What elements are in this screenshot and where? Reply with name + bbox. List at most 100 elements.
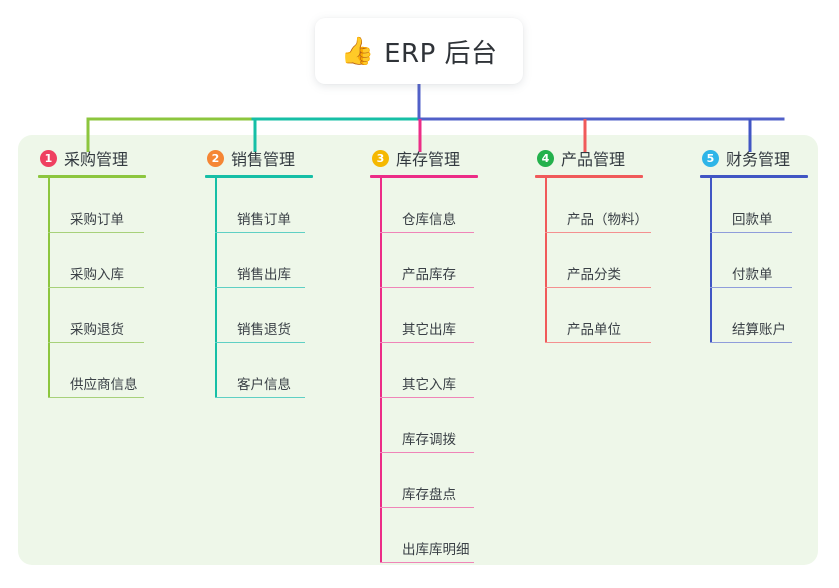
column-badge-4: 4 xyxy=(537,149,554,167)
column-title-4: 产品管理 xyxy=(561,150,626,169)
column-rule-5 xyxy=(700,175,808,178)
leaf-node[interactable]: 结算账户 xyxy=(710,288,808,343)
leaf-label: 采购入库 xyxy=(70,267,124,283)
leaf-node[interactable]: 产品（物料） xyxy=(545,178,651,233)
column-rule-3 xyxy=(370,175,478,178)
leaf-label: 销售出库 xyxy=(237,267,291,283)
leaf-rule xyxy=(545,286,651,288)
leaf-node[interactable]: 采购订单 xyxy=(48,178,146,233)
leaf-rule xyxy=(48,286,144,288)
column-title-2: 销售管理 xyxy=(231,150,296,169)
column-2: 2 销售管理销售订单销售出库销售退货客户信息 xyxy=(205,145,313,398)
leaf-node[interactable]: 回款单 xyxy=(710,178,808,233)
column-branch-2: 销售订单销售出库销售退货客户信息 xyxy=(215,178,313,398)
leaf-rule xyxy=(215,396,305,398)
leaf-label: 采购退货 xyxy=(70,322,124,338)
leaf-node[interactable]: 库存盘点 xyxy=(380,453,478,508)
leaf-rule xyxy=(215,286,305,288)
leaf-label: 出库库明细 xyxy=(402,542,470,558)
diagram-panel xyxy=(18,135,818,565)
column-title-1: 采购管理 xyxy=(64,150,129,169)
column-badge-3: 3 xyxy=(372,149,389,167)
leaf-label: 供应商信息 xyxy=(70,377,138,393)
leaf-node[interactable]: 产品分类 xyxy=(545,233,651,288)
leaf-label: 产品单位 xyxy=(567,322,621,338)
column-rule-4 xyxy=(535,175,643,178)
leaf-rule xyxy=(710,286,792,288)
leaf-rule xyxy=(380,231,474,233)
column-header-5[interactable]: 5 财务管理 xyxy=(700,145,808,171)
branch-spine-5 xyxy=(710,178,712,343)
leaf-label: 销售退货 xyxy=(237,322,291,338)
leaf-label: 采购订单 xyxy=(70,212,124,228)
leaf-node[interactable]: 销售订单 xyxy=(215,178,313,233)
leaf-label: 产品库存 xyxy=(402,267,456,283)
column-title-3: 库存管理 xyxy=(396,150,461,169)
column-5: 5 财务管理回款单付款单结算账户 xyxy=(700,145,808,343)
branch-spine-1 xyxy=(48,178,50,398)
leaf-node[interactable]: 采购退货 xyxy=(48,288,146,343)
branch-spine-3 xyxy=(380,178,382,563)
leaf-node[interactable]: 其它入库 xyxy=(380,343,478,398)
leaf-rule xyxy=(215,231,305,233)
leaf-node[interactable]: 仓库信息 xyxy=(380,178,478,233)
leaf-label: 库存调拨 xyxy=(402,432,456,448)
leaf-rule xyxy=(380,341,474,343)
root-node-title: ERP 后台 xyxy=(384,38,498,69)
branch-spine-2 xyxy=(215,178,217,398)
leaf-rule xyxy=(380,561,474,563)
leaf-rule xyxy=(48,231,144,233)
leaf-rule xyxy=(48,396,144,398)
column-rule-2 xyxy=(205,175,313,178)
leaf-rule xyxy=(545,341,651,343)
leaf-label: 库存盘点 xyxy=(402,487,456,503)
leaf-node[interactable]: 其它出库 xyxy=(380,288,478,343)
leaf-label: 其它出库 xyxy=(402,322,456,338)
column-branch-1: 采购订单采购入库采购退货供应商信息 xyxy=(48,178,146,398)
leaf-node[interactable]: 产品库存 xyxy=(380,233,478,288)
leaf-node[interactable]: 销售退货 xyxy=(215,288,313,343)
column-header-4[interactable]: 4 产品管理 xyxy=(535,145,648,171)
leaf-rule xyxy=(545,231,651,233)
leaf-label: 其它入库 xyxy=(402,377,456,393)
column-title-5: 财务管理 xyxy=(726,150,791,169)
column-branch-5: 回款单付款单结算账户 xyxy=(710,178,808,343)
column-badge-2: 2 xyxy=(207,149,224,167)
root-node-card[interactable]: 👍 ERP 后台 xyxy=(315,18,523,84)
thumbs-up-icon: 👍 xyxy=(340,35,375,66)
leaf-rule xyxy=(380,506,474,508)
column-badge-5: 5 xyxy=(702,149,719,167)
column-4: 4 产品管理产品（物料） 产品分类产品单位 xyxy=(535,145,651,343)
leaf-rule xyxy=(380,396,474,398)
column-header-2[interactable]: 2 销售管理 xyxy=(205,145,313,171)
leaf-node[interactable]: 销售出库 xyxy=(215,233,313,288)
leaf-node[interactable]: 付款单 xyxy=(710,233,808,288)
leaf-label: 销售订单 xyxy=(237,212,291,228)
leaf-label: 客户信息 xyxy=(237,377,291,393)
leaf-rule xyxy=(710,341,792,343)
column-rule-1 xyxy=(38,175,146,178)
leaf-node[interactable]: 库存调拨 xyxy=(380,398,478,453)
leaf-rule xyxy=(215,341,305,343)
leaf-label: 付款单 xyxy=(732,267,773,283)
branch-spine-4 xyxy=(545,178,547,343)
leaf-rule xyxy=(380,451,474,453)
leaf-node[interactable]: 供应商信息 xyxy=(48,343,146,398)
leaf-label: 回款单 xyxy=(732,212,773,228)
leaf-label: 产品分类 xyxy=(567,267,621,283)
leaf-rule xyxy=(380,286,474,288)
leaf-node[interactable]: 产品单位 xyxy=(545,288,651,343)
column-branch-4: 产品（物料） 产品分类产品单位 xyxy=(545,178,651,343)
leaf-node[interactable]: 出库库明细 xyxy=(380,508,478,563)
column-branch-3: 仓库信息产品库存其它出库其它入库库存调拨库存盘点出库库明细 xyxy=(380,178,478,563)
leaf-node[interactable]: 客户信息 xyxy=(215,343,313,398)
leaf-rule xyxy=(710,231,792,233)
column-header-3[interactable]: 3 库存管理 xyxy=(370,145,478,171)
leaf-rule xyxy=(48,341,144,343)
leaf-node[interactable]: 采购入库 xyxy=(48,233,146,288)
leaf-label: 产品（物料） xyxy=(567,212,648,228)
